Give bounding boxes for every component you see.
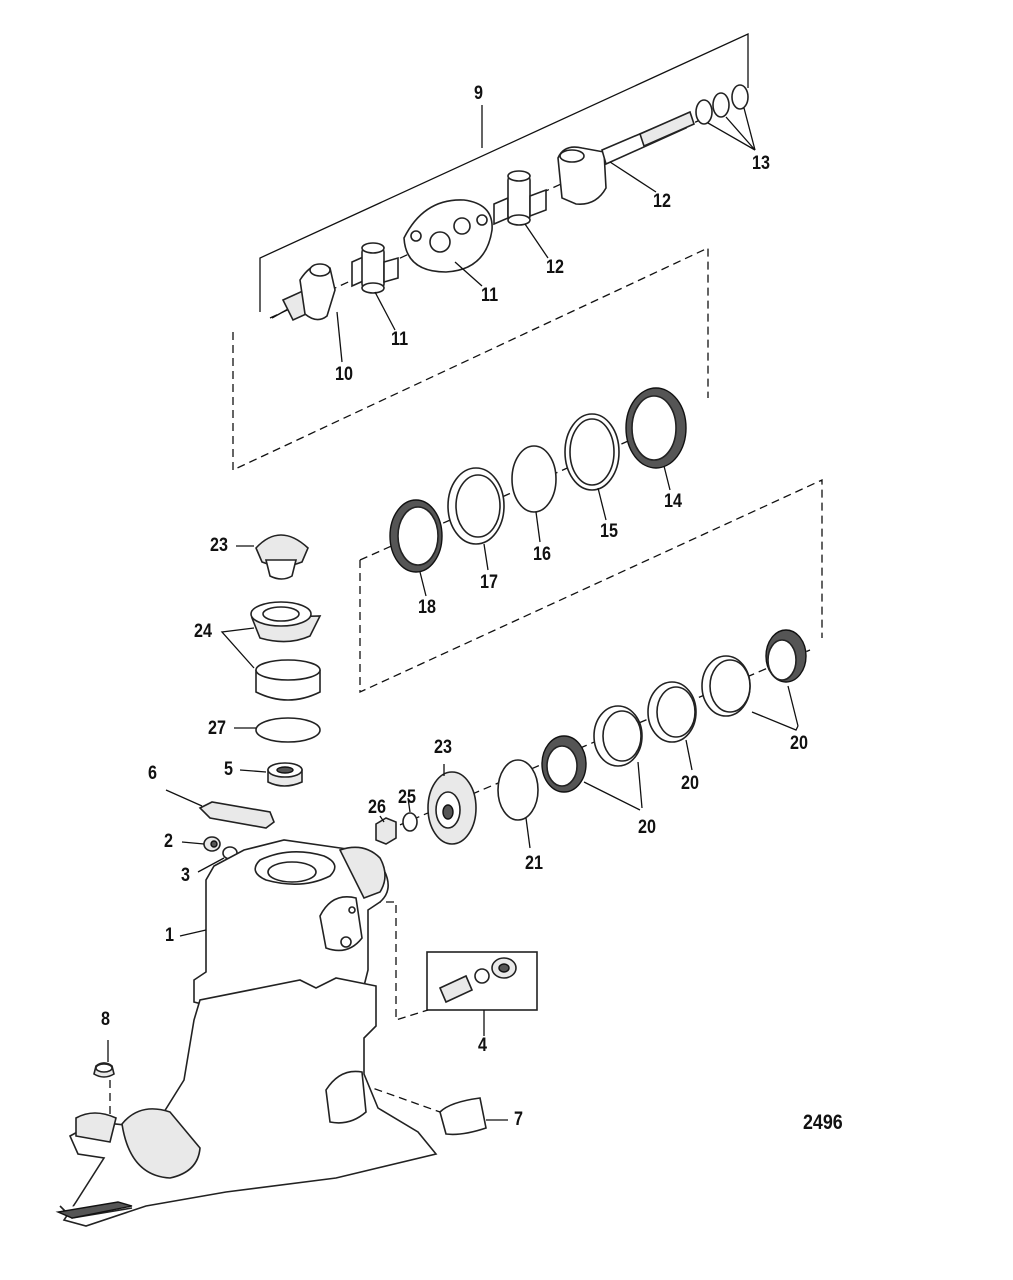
gear-housing-1 — [55, 839, 438, 1227]
callout-14: 13 — [752, 153, 770, 174]
callout-27: 27 — [208, 718, 226, 739]
o-ring-27 — [255, 717, 321, 743]
driveshaft-assembly-group — [259, 32, 756, 363]
callout-4: 4 — [478, 1035, 487, 1056]
callout-10: 10 — [335, 364, 353, 385]
bevel-gear-23 — [427, 771, 477, 845]
bearing-cup-24 — [255, 659, 321, 701]
callout-11: 11 — [481, 285, 499, 306]
dashed-bracket-upper — [232, 246, 709, 472]
rings-14 — [695, 84, 756, 151]
callout-6: 6 — [148, 763, 157, 784]
pinion-gear-23-top — [236, 534, 309, 580]
callout-19: 18 — [418, 597, 436, 618]
callout-24: 24 — [194, 621, 212, 642]
small-parts-group — [93, 789, 508, 1136]
seal-18 — [447, 467, 505, 545]
u-joint-12-right — [493, 170, 547, 226]
washer-25 — [402, 812, 418, 832]
bearing-retainer-15 — [625, 387, 687, 469]
pad-6 — [198, 801, 275, 829]
bearing-cup-20-left — [593, 705, 643, 767]
callout-8: 8 — [101, 1009, 110, 1030]
callout-20-left: 20 — [638, 817, 656, 838]
callout-21: 20 — [681, 773, 699, 794]
callout-9: 9 — [474, 83, 483, 104]
callout-7: 7 — [514, 1109, 523, 1130]
plug-2 — [181, 836, 221, 852]
bearing-cone-24 — [250, 601, 322, 643]
cap-8 — [93, 1040, 115, 1120]
callout-12-right: 12 — [546, 257, 564, 278]
nut-26 — [375, 817, 397, 845]
yoke-10 — [271, 263, 336, 322]
seal-stack-group — [359, 387, 687, 597]
bearing-20-left — [541, 735, 587, 793]
callout-3: 3 — [181, 865, 190, 886]
callout-17: 16 — [533, 544, 551, 565]
callout-16: 15 — [600, 521, 618, 542]
dashed-bracket-lower — [359, 478, 823, 694]
left-stack-group — [220, 534, 322, 787]
callout-25: 25 — [398, 787, 416, 808]
bearing-20-right — [765, 629, 807, 683]
o-ring-22 — [497, 759, 539, 821]
ring-16 — [564, 413, 620, 491]
callout-22: 21 — [525, 853, 543, 874]
seal-19 — [389, 499, 443, 573]
callout-12-left: 11 — [391, 329, 409, 350]
seal-5 — [267, 762, 303, 787]
callout-23-mid: 23 — [434, 737, 452, 758]
coupler-housing-11 — [403, 199, 493, 273]
callout-13: 12 — [653, 191, 671, 212]
cup-21 — [647, 681, 697, 743]
callout-1: 1 — [165, 925, 174, 946]
figure-number: 2496 — [803, 1111, 843, 1134]
yoke-shaft-13 — [557, 110, 695, 205]
bearing-cup-20-right — [701, 655, 751, 717]
callout-15: 14 — [664, 491, 682, 512]
callout-5: 5 — [224, 759, 233, 780]
callout-2: 2 — [164, 831, 173, 852]
check-valve-4 — [360, 901, 538, 1036]
callout-23-top: 23 — [210, 535, 228, 556]
callout-18: 17 — [480, 572, 498, 593]
callout-26: 26 — [368, 797, 386, 818]
callout-20-right: 20 — [790, 733, 808, 754]
o-ring-17 — [511, 445, 557, 513]
gear-row-group — [375, 629, 811, 849]
u-joint-12-left — [351, 242, 399, 294]
